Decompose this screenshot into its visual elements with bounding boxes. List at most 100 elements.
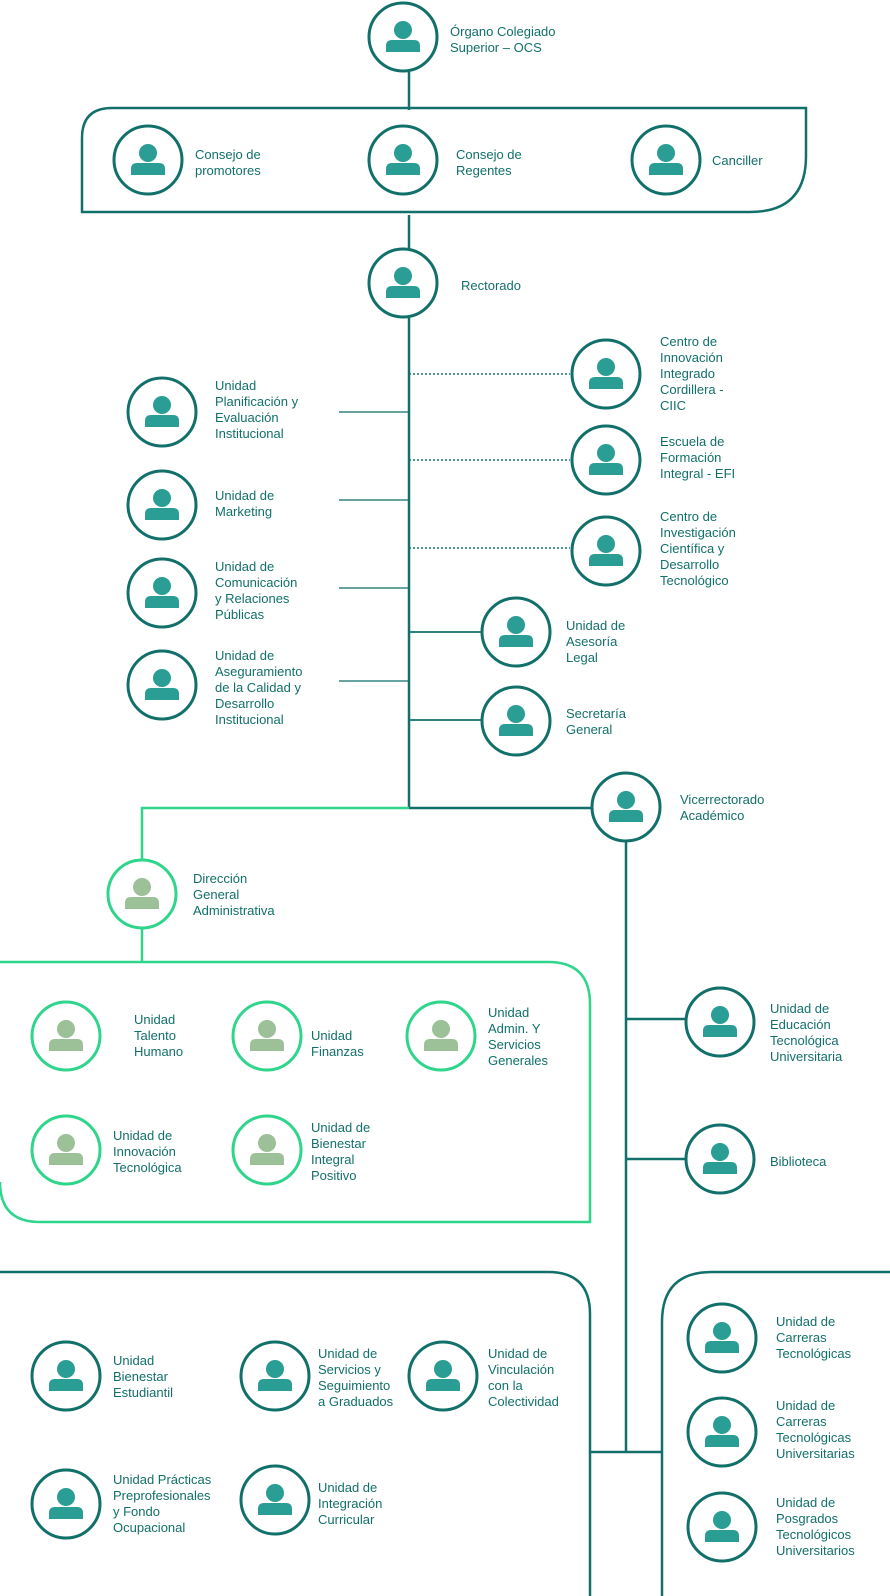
person-head: [57, 1020, 75, 1038]
person-icon: [145, 489, 179, 520]
person-head: [133, 878, 151, 896]
node-label-secretaria: Secretaría General: [566, 706, 626, 737]
node-direccion[interactable]: [106, 858, 178, 930]
node-bienestar_integral[interactable]: [231, 1114, 303, 1186]
node-bienestar_est[interactable]: [30, 1340, 102, 1412]
node-label-practicas: Unidad Prácticas Preprofesionales y Fond…: [113, 1472, 212, 1535]
person-body: [145, 508, 179, 520]
node-label-regentes: Consejo de Regentes: [456, 147, 522, 178]
node-biblioteca[interactable]: [684, 1123, 756, 1195]
person-head: [153, 669, 171, 687]
node-planificacion[interactable]: [126, 376, 198, 448]
person-icon: [705, 1416, 739, 1447]
person-head: [597, 358, 615, 376]
node-label-educacion: Unidad de Educación Tecnológica Universi…: [770, 1001, 843, 1064]
node-carreras_univ[interactable]: [686, 1396, 758, 1468]
person-icon: [499, 616, 533, 647]
person-head: [507, 705, 525, 723]
person-head: [394, 267, 412, 285]
person-icon: [703, 1006, 737, 1037]
node-graduados[interactable]: [239, 1340, 311, 1412]
person-body: [49, 1379, 83, 1391]
person-head: [153, 396, 171, 414]
person-body: [705, 1530, 739, 1542]
node-label-admin: Unidad Admin. Y Servicios Generales: [488, 1005, 548, 1068]
person-body: [499, 724, 533, 736]
person-head: [617, 791, 635, 809]
node-educacion[interactable]: [684, 986, 756, 1058]
person-head: [597, 535, 615, 553]
person-icon: [424, 1020, 458, 1051]
node-canciller[interactable]: [630, 124, 702, 196]
person-icon: [49, 1360, 83, 1391]
node-label-graduados: Unidad de Servicios y Seguimiento a Grad…: [318, 1346, 394, 1409]
node-label-bienestar_integral: Unidad de Bienestar Integral Positivo: [311, 1120, 371, 1183]
person-icon: [426, 1360, 460, 1391]
node-ciic[interactable]: [570, 338, 642, 410]
person-head: [153, 489, 171, 507]
node-promotores[interactable]: [112, 124, 184, 196]
node-secretaria[interactable]: [480, 685, 552, 757]
person-icon: [145, 577, 179, 608]
person-head: [507, 616, 525, 634]
person-body: [131, 163, 165, 175]
node-regentes[interactable]: [367, 124, 439, 196]
person-head: [711, 1006, 729, 1024]
person-head: [434, 1360, 452, 1378]
person-head: [57, 1360, 75, 1378]
node-admin[interactable]: [405, 1000, 477, 1072]
person-body: [145, 596, 179, 608]
person-body: [145, 415, 179, 427]
person-icon: [499, 705, 533, 736]
person-body: [145, 688, 179, 700]
node-label-rectorado: Rectorado: [461, 278, 521, 293]
person-icon: [49, 1134, 83, 1165]
node-label-biblioteca: Biblioteca: [770, 1154, 827, 1169]
person-icon: [125, 878, 159, 909]
person-icon: [250, 1020, 284, 1051]
node-investigacion[interactable]: [570, 515, 642, 587]
person-body: [250, 1153, 284, 1165]
node-label-promotores: Consejo de promotores: [195, 147, 261, 178]
person-head: [258, 1020, 276, 1038]
person-icon: [705, 1511, 739, 1542]
person-icon: [131, 144, 165, 175]
person-icon: [703, 1143, 737, 1174]
person-icon: [386, 21, 420, 52]
node-vinculacion[interactable]: [407, 1340, 479, 1412]
administrative-box: [0, 960, 592, 1224]
person-head: [266, 1484, 284, 1502]
node-label-investigacion: Centro de Investigación Científica y Des…: [660, 509, 736, 588]
person-icon: [258, 1484, 292, 1515]
academic-units-box: [660, 1270, 890, 1596]
person-icon: [609, 791, 643, 822]
node-marketing[interactable]: [126, 469, 198, 541]
group-boxes: [0, 106, 890, 1596]
node-comunicacion[interactable]: [126, 557, 198, 629]
node-label-finanzas: Unidad Finanzas: [311, 1028, 364, 1059]
person-body: [705, 1341, 739, 1353]
node-practicas[interactable]: [30, 1468, 102, 1540]
node-innovacion[interactable]: [30, 1114, 102, 1186]
node-posgrados[interactable]: [686, 1491, 758, 1563]
node-label-innovacion: Unidad de Innovación Tecnológica: [113, 1128, 182, 1175]
node-finanzas[interactable]: [231, 1000, 303, 1072]
node-efi[interactable]: [570, 424, 642, 496]
node-calidad[interactable]: [126, 649, 198, 721]
person-icon: [386, 267, 420, 298]
person-body: [258, 1503, 292, 1515]
person-body: [49, 1153, 83, 1165]
node-integracion[interactable]: [239, 1464, 311, 1536]
node-talento[interactable]: [30, 1000, 102, 1072]
node-carreras[interactable]: [686, 1302, 758, 1374]
person-icon: [649, 144, 683, 175]
person-head: [266, 1360, 284, 1378]
student-services-box: [0, 1270, 592, 1596]
person-body: [589, 554, 623, 566]
node-rectorado[interactable]: [367, 247, 439, 319]
node-vicerrectorado[interactable]: [590, 771, 662, 843]
person-body: [258, 1379, 292, 1391]
node-legal[interactable]: [480, 596, 552, 668]
node-ocs[interactable]: [367, 1, 439, 73]
node-circles: [30, 1, 758, 1563]
